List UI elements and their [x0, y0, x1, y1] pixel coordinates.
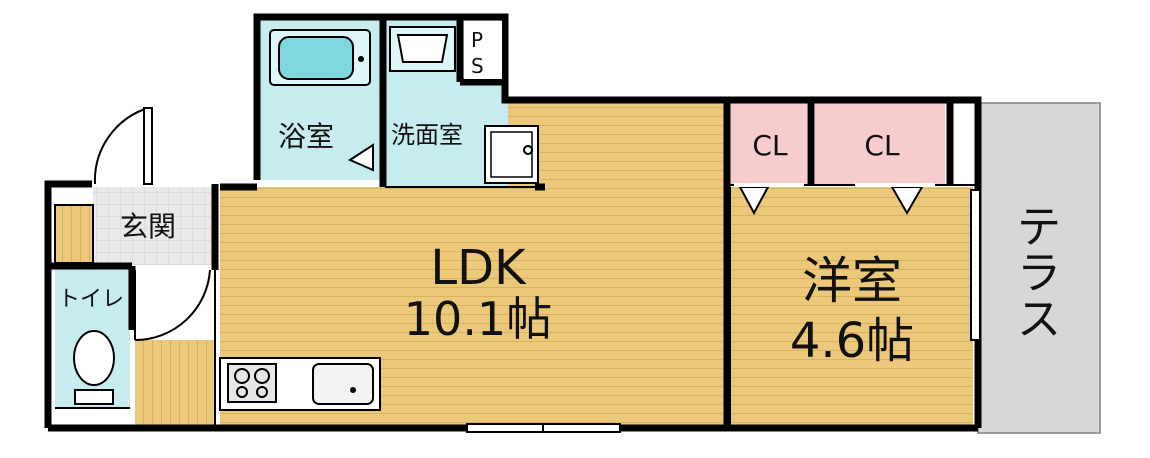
toilet-label: トイレ — [58, 287, 124, 312]
ps-label-p: P — [471, 28, 483, 52]
terrace-char-3: ス — [1017, 294, 1061, 345]
closet-2-floor — [815, 103, 945, 185]
terrace-area — [977, 102, 1101, 434]
washing-machine-pan — [484, 125, 539, 184]
washroom-label: 洗面室 — [391, 121, 463, 149]
bath-label: 浴室 — [278, 120, 334, 153]
ldk-window — [466, 423, 621, 433]
terrace-char-2: ラ — [1017, 248, 1061, 299]
closet-1-opening — [734, 183, 804, 187]
entrance-tile — [93, 187, 215, 265]
closet-2-opening — [855, 183, 935, 187]
western-window — [970, 189, 981, 341]
wash-basin — [389, 26, 456, 72]
bath-door-marker — [347, 143, 374, 172]
ldk-floor — [220, 103, 725, 425]
entrance-door — [93, 107, 153, 185]
ps-label-s: S — [471, 54, 484, 78]
ldk-size-label: 10.1帖 — [404, 292, 552, 346]
western-name-label: 洋室 — [802, 252, 902, 310]
shoe-cabinet — [54, 204, 94, 264]
hall-floor — [135, 340, 215, 425]
terrace-char-1: テ — [1017, 202, 1061, 253]
closet-1-label: CL — [752, 129, 788, 162]
closet-1-floor — [730, 103, 807, 185]
ps-box — [464, 21, 502, 79]
western-room-floor — [730, 187, 973, 425]
closet-2-label: CL — [864, 129, 900, 162]
ldk-name-label: LDK — [430, 240, 527, 296]
western-size-label: 4.6帖 — [790, 313, 914, 369]
entrance-label: 玄関 — [120, 210, 176, 243]
bathtub — [269, 29, 371, 86]
toilet-fixture — [73, 330, 115, 405]
toilet-door — [134, 269, 211, 342]
kitchen-counter — [219, 357, 381, 411]
